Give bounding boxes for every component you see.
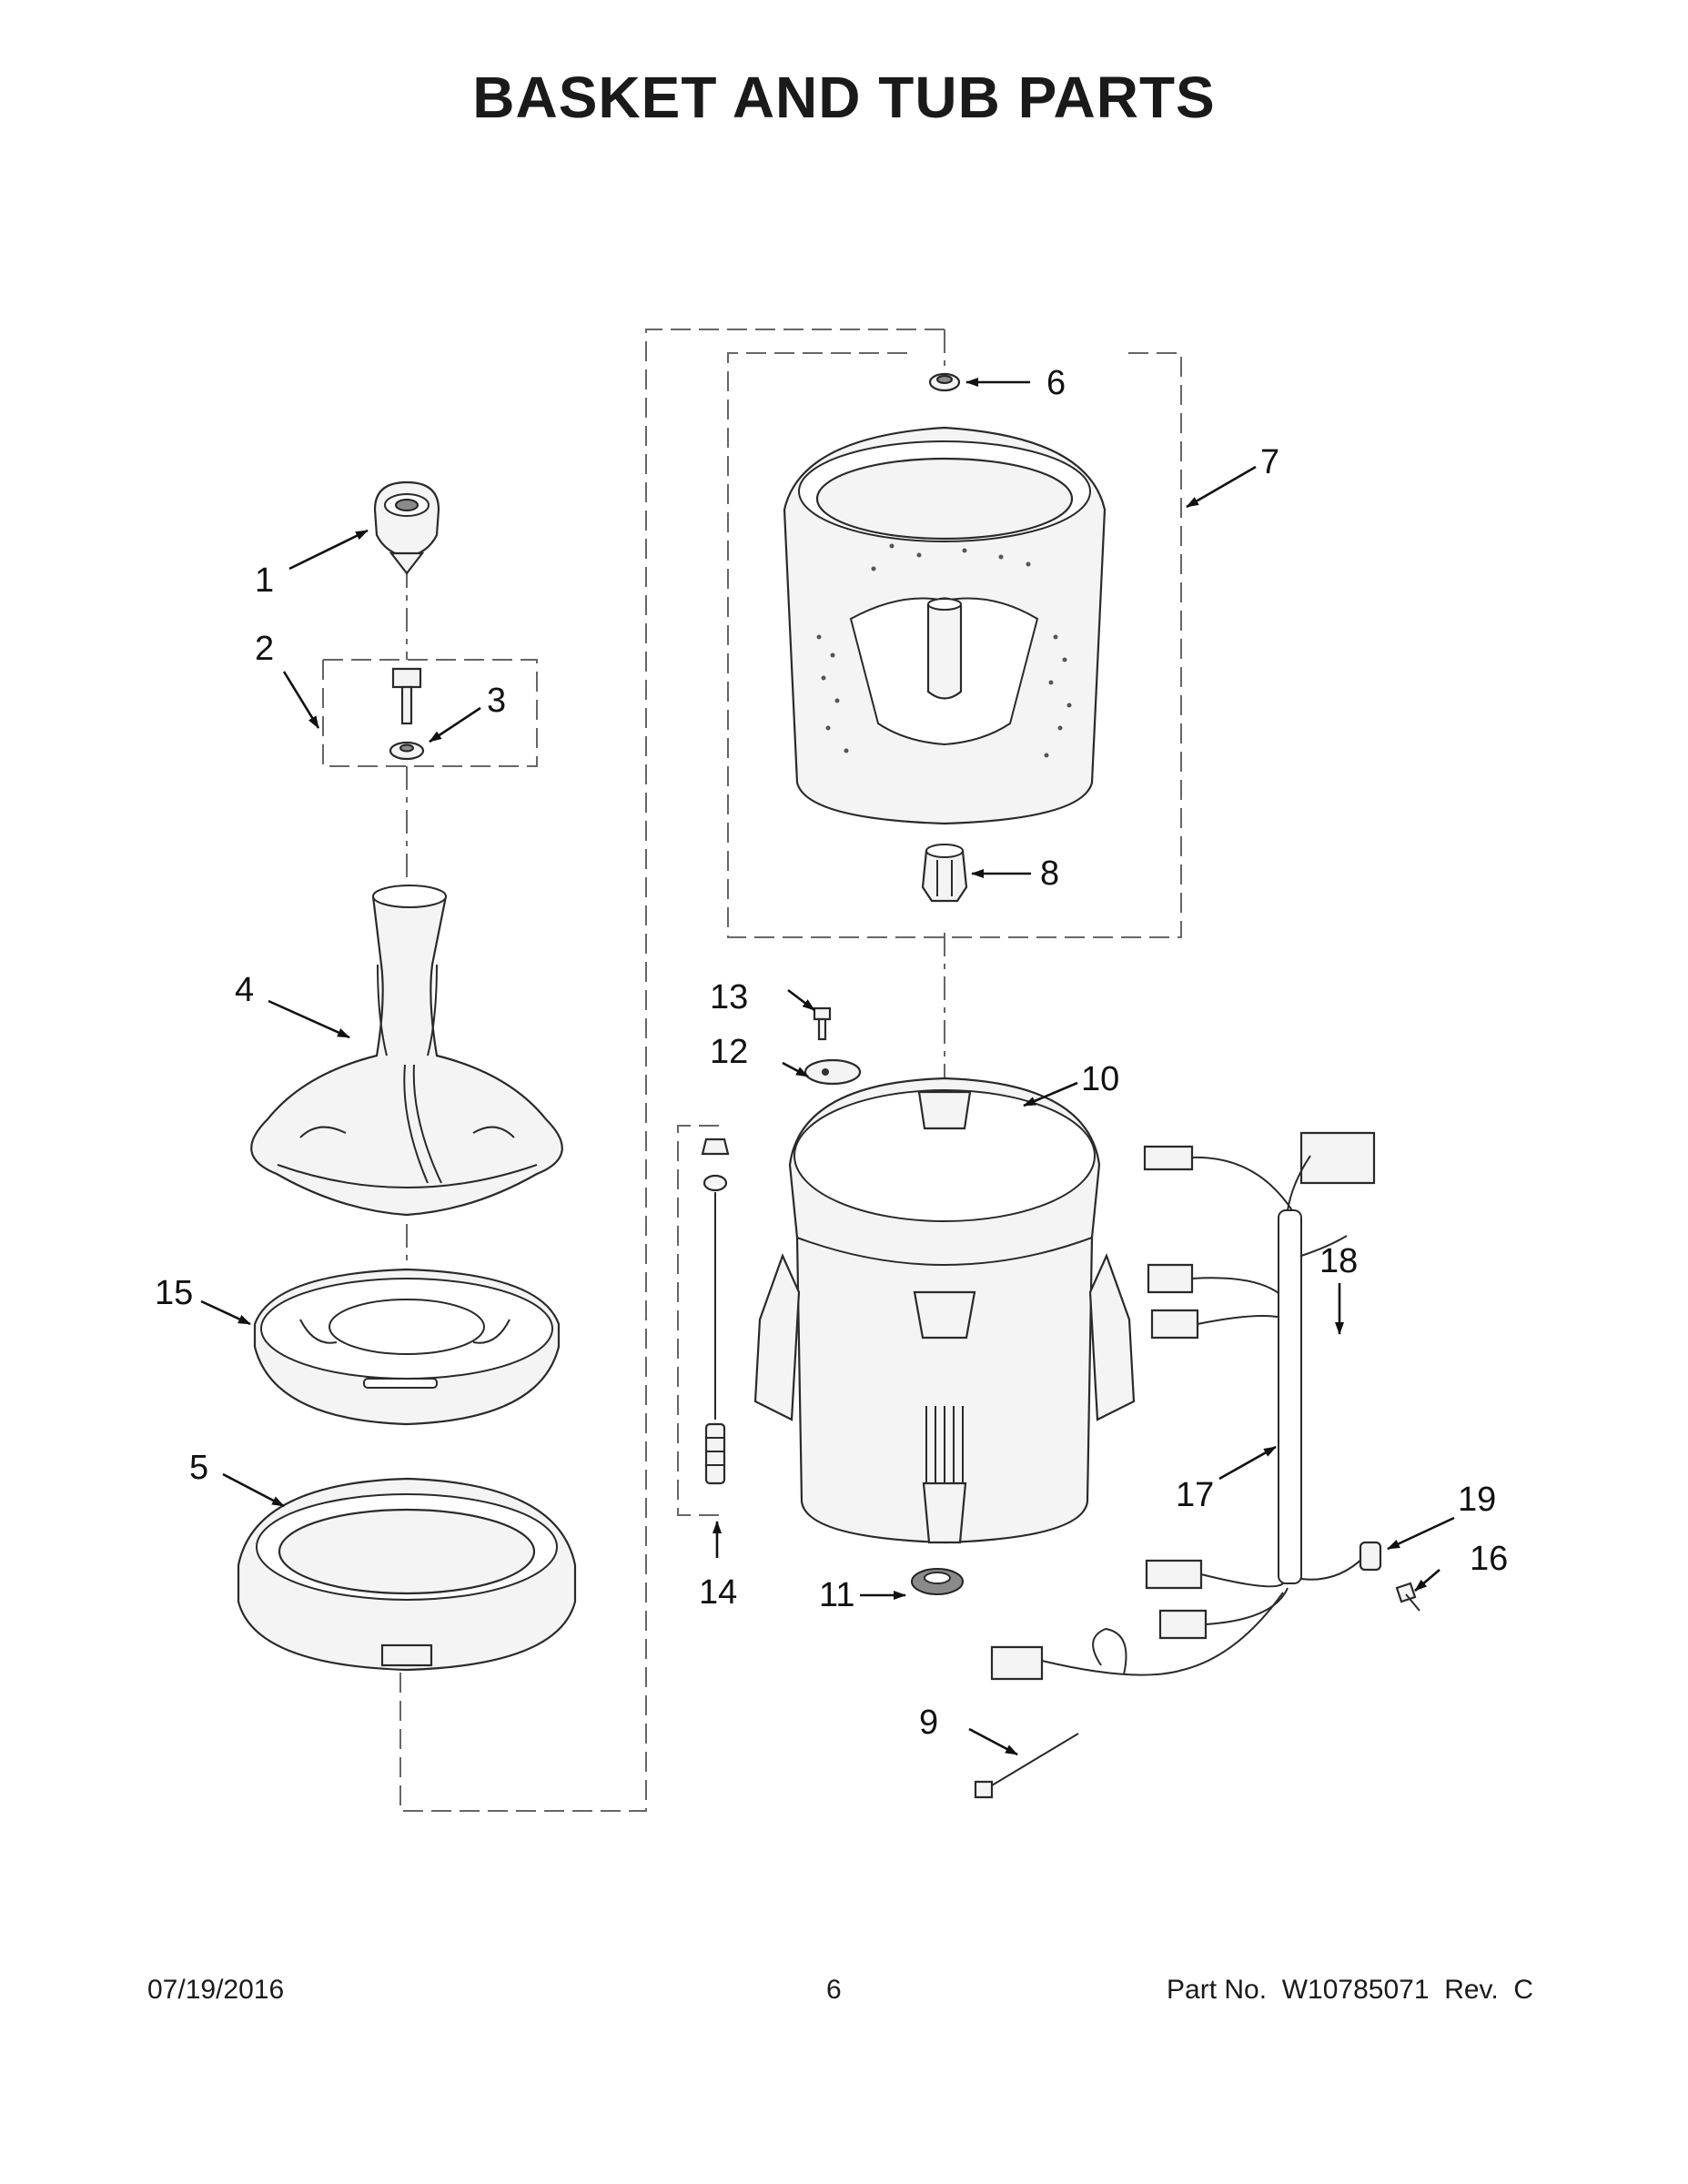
part-3-washer bbox=[389, 741, 425, 761]
callout-9: 9 bbox=[919, 1704, 938, 1742]
callout-1: 1 bbox=[255, 561, 274, 600]
callout-10: 10 bbox=[1081, 1060, 1119, 1098]
part-2-bolt bbox=[391, 667, 422, 725]
callout-labels: 1 2 3 4 15 5 6 7 8 13 12 10 14 11 18 17 … bbox=[155, 364, 1508, 1742]
footer-part-number: Part No. W10785071 Rev. C bbox=[1167, 1975, 1533, 2005]
callout-3: 3 bbox=[487, 682, 506, 720]
part-1-cap bbox=[373, 480, 440, 575]
callout-12: 12 bbox=[710, 1033, 748, 1071]
part-8-hub bbox=[921, 844, 968, 903]
page-title: BASKET AND TUB PARTS bbox=[472, 65, 1216, 130]
callout-7: 7 bbox=[1260, 443, 1279, 481]
part-15-ring-plate bbox=[253, 1268, 561, 1426]
callout-5: 5 bbox=[189, 1449, 208, 1487]
callout-6: 6 bbox=[1046, 364, 1066, 402]
part-13-screw bbox=[813, 1006, 832, 1041]
part-5-balance-ring bbox=[237, 1477, 577, 1672]
part-9-tie-strap bbox=[974, 1733, 1079, 1799]
callout-17: 17 bbox=[1176, 1476, 1214, 1514]
footer-page-number: 6 bbox=[826, 1975, 842, 2005]
part-6-nut bbox=[928, 372, 961, 392]
part-19-clamp bbox=[1300, 1541, 1382, 1581]
part-4-impeller bbox=[250, 885, 563, 1217]
callout-18: 18 bbox=[1319, 1242, 1358, 1280]
callout-2: 2 bbox=[255, 630, 274, 668]
footer-date: 07/19/2016 bbox=[147, 1975, 285, 2005]
callout-4: 4 bbox=[235, 971, 254, 1009]
part-7-basket bbox=[783, 426, 1107, 825]
callout-14: 14 bbox=[699, 1573, 737, 1612]
part-12-bracket bbox=[804, 1058, 862, 1086]
part-14-pressure-hose bbox=[701, 1138, 730, 1485]
leader-arrows bbox=[200, 378, 1455, 1756]
callout-19: 19 bbox=[1458, 1481, 1496, 1519]
part-10-outer-tub bbox=[753, 1077, 1136, 1544]
part-11-seal bbox=[911, 1568, 964, 1595]
callout-11: 11 bbox=[819, 1576, 854, 1614]
part-16-screw bbox=[1395, 1582, 1420, 1612]
callout-16: 16 bbox=[1470, 1540, 1508, 1578]
part-18-drain-hose bbox=[1300, 1235, 1348, 1257]
callout-15: 15 bbox=[155, 1274, 193, 1312]
part-17-wire-harness bbox=[990, 1131, 1376, 1681]
callout-8: 8 bbox=[1040, 854, 1059, 893]
callout-13: 13 bbox=[710, 978, 748, 1016]
